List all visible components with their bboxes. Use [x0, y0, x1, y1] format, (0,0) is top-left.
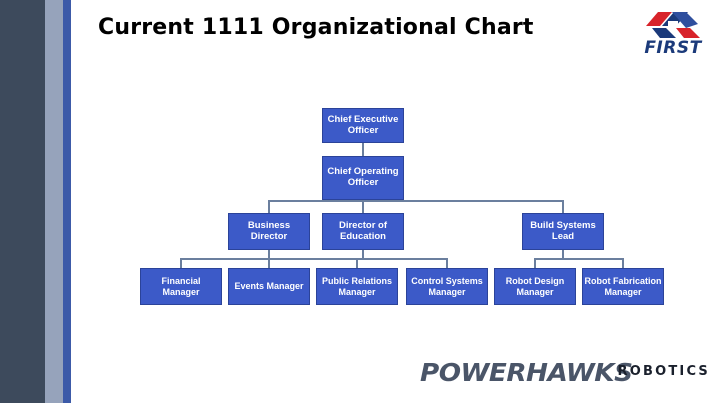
- connector-level3-bus: [268, 200, 564, 202]
- org-node-public-relations-manager[interactable]: Public Relations Manager: [316, 268, 398, 305]
- org-node-ceo[interactable]: Chief Executive Officer: [322, 108, 404, 143]
- sidebar-band-dark: [0, 0, 45, 405]
- org-node-build-systems-lead[interactable]: Build Systems Lead: [522, 213, 604, 250]
- connector-to-education: [362, 200, 364, 213]
- connector-to-financial: [180, 258, 182, 268]
- powerhawks-subtitle: ROBOTICS: [617, 364, 710, 379]
- org-node-events-manager[interactable]: Events Manager: [228, 268, 310, 305]
- connector-business-down: [268, 250, 270, 258]
- powerhawks-logo: POWERHAWKS ROBOTICS: [420, 358, 710, 388]
- connector-to-build: [562, 200, 564, 213]
- connector-ceo-coo: [362, 143, 364, 156]
- first-logo-wordmark: FIRST: [644, 38, 702, 58]
- sidebar-band-light: [45, 0, 63, 405]
- sidebar-band-white: [71, 0, 83, 405]
- connector-to-controls: [446, 258, 448, 268]
- connector-to-business: [268, 200, 270, 213]
- org-node-robot-design-manager[interactable]: Robot Design Manager: [494, 268, 576, 305]
- connector-to-pr: [356, 258, 358, 268]
- org-node-business-director[interactable]: Business Director: [228, 213, 310, 250]
- connector-to-fabrication: [622, 258, 624, 268]
- page-title: Current 1111 Organizational Chart: [98, 15, 534, 40]
- org-node-control-systems-manager[interactable]: Control Systems Manager: [406, 268, 488, 305]
- first-logo-mark: [642, 8, 704, 40]
- connector-to-events: [268, 258, 270, 268]
- connector-build-down: [562, 250, 564, 258]
- sidebar-band-accent: [63, 0, 71, 405]
- connector-education-down: [362, 250, 364, 258]
- connector-education-bus: [356, 258, 448, 260]
- connector-build-bus: [534, 258, 624, 260]
- bottom-divider: [0, 403, 720, 405]
- powerhawks-wordmark: POWERHAWKS: [420, 358, 633, 387]
- org-node-financial-manager[interactable]: Financial Manager: [140, 268, 222, 305]
- org-chart: Chief Executive Officer Chief Operating …: [130, 95, 690, 310]
- org-node-coo[interactable]: Chief Operating Officer: [322, 156, 404, 200]
- org-node-director-of-education[interactable]: Director of Education: [322, 213, 404, 250]
- org-node-robot-fabrication-manager[interactable]: Robot Fabrication Manager: [582, 268, 664, 305]
- connector-to-design: [534, 258, 536, 268]
- first-logo: FIRST: [634, 8, 712, 60]
